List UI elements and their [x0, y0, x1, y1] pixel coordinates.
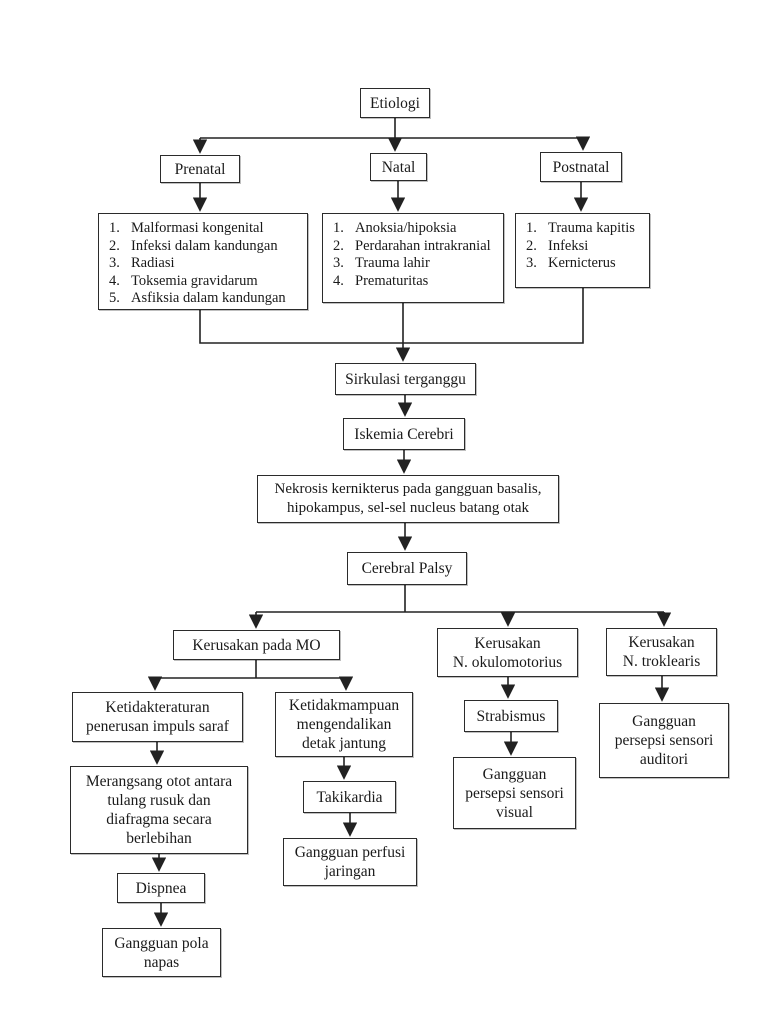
node-strabismus: Strabismus	[464, 700, 558, 732]
list-item-text: Infeksi	[548, 237, 589, 254]
node-takikardia-label: Takikardia	[316, 788, 383, 806]
node-kerusakan-troklearis: Kerusakan N. troklearis	[606, 628, 717, 676]
list-item-number: 3.	[333, 255, 344, 271]
list-item-text: Kernicterus	[548, 255, 616, 271]
node-ketidakmampuan-label: Ketidakmampuan mengendalikan detak jantu…	[288, 697, 400, 752]
node-gangguan-visual-label: Gangguan persepsi sensori visual	[465, 765, 564, 821]
node-natal-label: Natal	[381, 158, 416, 176]
list-item-text: Infeksi dalam kandungan	[131, 237, 278, 254]
list-item-number: 2.	[333, 237, 344, 254]
list-item-number: 3.	[109, 255, 120, 271]
node-natal: Natal	[370, 153, 427, 181]
list-natal-causes: 1. Anoksia/hipoksia 2. Perdarahan intrakra…	[322, 213, 504, 303]
node-gangguan-perfusi-label: Gangguan perfusi jaringan	[294, 844, 406, 880]
node-nekrosis-label: Nekrosis kernikterus pada gangguan basal…	[274, 481, 542, 516]
list-item: 3. Trauma lahir	[333, 255, 499, 273]
node-cerebral-palsy: Cerebral Palsy	[347, 552, 467, 585]
node-merangsang-label: Merangsang otot antara tulang rusuk dan …	[85, 773, 233, 847]
node-postnatal-label: Postnatal	[552, 158, 610, 176]
list-prenatal-causes: 1. Malformasi kongenital 2. Infeksi dalam …	[98, 213, 308, 310]
node-gangguan-auditori-label: Gangguan persepsi sensori auditori	[614, 713, 714, 768]
list-item: 1. Trauma kapitis	[526, 220, 645, 238]
list-item: 3. Kernicterus	[526, 255, 645, 273]
node-postnatal: Postnatal	[540, 152, 622, 182]
node-nekrosis: Nekrosis kernikterus pada gangguan basal…	[257, 475, 559, 523]
node-sirkulasi-label: Sirkulasi terganggu	[345, 370, 466, 388]
node-kerusakan-mo: Kerusakan pada MO	[173, 630, 340, 660]
list-item-text: Asfiksia dalam kandungan	[131, 290, 286, 306]
node-sirkulasi-terganggu: Sirkulasi terganggu	[335, 363, 476, 395]
node-kerusakan-okulomotorius: Kerusakan N. okulomotorius	[437, 628, 578, 677]
node-strabismus-label: Strabismus	[476, 707, 546, 725]
list-item-text: Malformasi kongenital	[131, 220, 264, 236]
list-item-text: Perdarahan intrakranial	[355, 237, 491, 254]
node-ketidakteraturan-label: Ketidakteraturan penerusan impuls saraf	[86, 699, 229, 735]
node-gangguan-visual: Gangguan persepsi sensori visual	[453, 757, 576, 829]
list-item: 4. Toksemia gravidarum	[109, 273, 303, 291]
node-cerebral-palsy-label: Cerebral Palsy	[361, 560, 453, 577]
list-item: 3. Radiasi	[109, 255, 303, 273]
node-ketidakmampuan: Ketidakmampuan mengendalikan detak jantu…	[275, 692, 413, 757]
node-iskemia-label: Iskemia Cerebri	[354, 425, 454, 443]
node-iskemia-cerebri: Iskemia Cerebri	[343, 418, 465, 450]
node-etiologi-label: Etiologi	[370, 94, 420, 112]
node-dispnea-label: Dispnea	[135, 879, 187, 897]
list-item-text: Toksemia gravidarum	[131, 272, 258, 289]
node-ketidakteraturan: Ketidakteraturan penerusan impuls saraf	[72, 692, 243, 742]
connector-mo-branch	[155, 660, 346, 679]
list-item: 2. Perdarahan intrakranial	[333, 238, 499, 256]
node-takikardia: Takikardia	[303, 781, 396, 813]
list-item: 5. Asfiksia dalam kandungan	[109, 290, 303, 308]
node-gangguan-perfusi: Gangguan perfusi jaringan	[283, 838, 417, 886]
list-item: 1. Anoksia/hipoksia	[333, 220, 499, 238]
list-item-text: Anoksia/hipoksia	[355, 220, 457, 236]
node-gangguan-pola-napas-label: Gangguan pola napas	[114, 934, 209, 971]
list-item-number: 1.	[526, 220, 537, 236]
list-item-text: Radiasi	[131, 255, 175, 271]
node-etiologi: Etiologi	[360, 88, 430, 118]
connector-cerebral-palsy-branch	[256, 585, 664, 613]
node-kerusakan-troklearis-label: Kerusakan N. troklearis	[622, 634, 701, 670]
list-postnatal-causes: 1. Trauma kapitis 2. Infeksi 3. Kernicterus	[515, 213, 650, 288]
connector-postnatal-converge	[403, 288, 584, 344]
list-item: 2. Infeksi dalam kandungan	[109, 238, 303, 256]
list-item: 1. Malformasi kongenital	[109, 220, 303, 238]
list-item-number: 4.	[333, 272, 344, 289]
node-dispnea: Dispnea	[117, 873, 205, 903]
list-item-number: 2.	[109, 237, 120, 254]
node-merangsang-otot: Merangsang otot antara tulang rusuk dan …	[70, 766, 248, 854]
node-kerusakan-mo-label: Kerusakan pada MO	[192, 636, 321, 654]
list-item-number: 2.	[526, 237, 537, 254]
node-gangguan-auditori: Gangguan persepsi sensori auditori	[599, 703, 729, 778]
list-item-number: 3.	[526, 255, 537, 271]
list-item-number: 1.	[109, 220, 120, 236]
list-item: 4. Prematuritas	[333, 273, 499, 291]
node-prenatal: Prenatal	[160, 155, 240, 183]
list-item-text: Trauma lahir	[355, 255, 430, 271]
list-item: 2. Infeksi	[526, 238, 645, 256]
list-item-text: Prematuritas	[355, 272, 429, 289]
list-item-number: 1.	[333, 220, 344, 236]
list-item-number: 5.	[109, 290, 120, 306]
connector-prenatal-converge	[199, 310, 403, 344]
connector-etiologi-branch	[200, 118, 583, 139]
node-kerusakan-okulomotorius-label: Kerusakan N. okulomotorius	[452, 634, 563, 671]
node-gangguan-pola-napas: Gangguan pola napas	[102, 928, 221, 977]
list-item-number: 4.	[109, 272, 120, 289]
node-prenatal-label: Prenatal	[174, 160, 226, 178]
list-item-text: Trauma kapitis	[548, 220, 635, 236]
